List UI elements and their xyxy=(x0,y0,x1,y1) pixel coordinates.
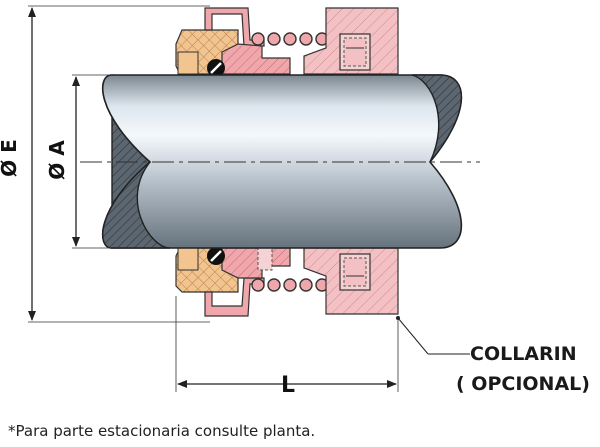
upper-set-screw xyxy=(339,33,371,71)
dimension-e: Ø E xyxy=(0,5,210,323)
lower-seal-body xyxy=(221,247,291,279)
upper-seal-body xyxy=(221,43,291,75)
upper-o-ring xyxy=(207,59,225,77)
upper-seal-assembly xyxy=(175,7,399,77)
lower-seal-assembly xyxy=(175,247,399,317)
length-label: L xyxy=(281,373,295,398)
lower-spring xyxy=(251,278,329,292)
lower-set-screw xyxy=(339,253,371,291)
collar-label-line1: COLLARIN xyxy=(470,343,577,365)
collar-callout: COLLARIN ( OPCIONAL) xyxy=(396,316,590,395)
lower-o-ring xyxy=(207,247,225,265)
shaft-right-end xyxy=(411,74,462,163)
upper-spring xyxy=(251,32,329,46)
shaft-lower-left-cut xyxy=(102,161,171,249)
diameter-e-label: Ø E xyxy=(0,139,21,177)
diameter-a-label: Ø A xyxy=(45,140,69,180)
shaft xyxy=(80,74,480,249)
dimension-a: Ø A xyxy=(45,74,112,249)
lower-drive-pin xyxy=(257,247,273,271)
footnote: *Para parte estacionaria consulte planta… xyxy=(8,422,316,440)
lower-retainer xyxy=(204,277,265,317)
dimension-l: L xyxy=(175,296,399,398)
lower-face-ring xyxy=(177,247,199,271)
upper-face-ring xyxy=(177,51,199,75)
collar-label-line2: ( OPCIONAL) xyxy=(456,373,590,395)
